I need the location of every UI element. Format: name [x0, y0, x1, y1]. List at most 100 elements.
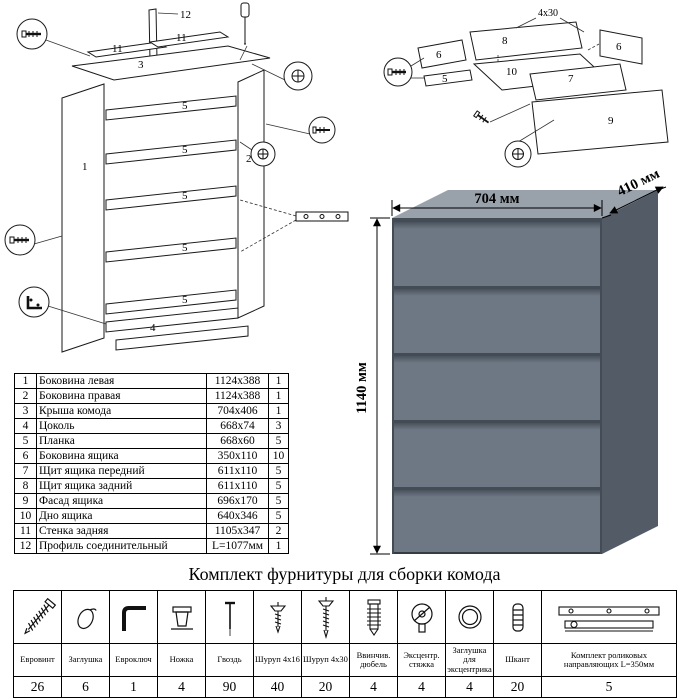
part-name-cell: Цоколь: [36, 418, 207, 434]
table-row: 5 Планка 668x60 5: [14, 433, 289, 449]
nail-icon: [224, 601, 235, 636]
hardware-name-cell: Гвоздь: [205, 643, 254, 677]
table-row: 4 Цоколь 668x74 3: [14, 418, 289, 434]
drawer-front: [394, 490, 600, 552]
cam-lock-icon: [410, 603, 433, 633]
hardware-name-cell: Эксцентр. стяжка: [397, 643, 446, 677]
part-11-back-panel: [148, 31, 230, 48]
part-qty-cell: 10: [268, 448, 289, 464]
part-size-cell: L=1077мм: [206, 538, 269, 554]
bracket-callout-icon: [26, 296, 42, 310]
dowel-screw-icon: [366, 599, 381, 636]
drawer-front: [394, 289, 600, 353]
part-number-cell: 10: [14, 508, 37, 524]
part-number-cell: 6: [14, 448, 37, 464]
table-row: 1 Боковина левая 1124x388 1: [14, 373, 289, 389]
hardware-icon-cell: [205, 590, 254, 644]
part-number-cell: 8: [14, 478, 37, 494]
hardware-qty-cell: 26: [13, 676, 62, 698]
drawer-front: [394, 423, 600, 487]
part-12-profile: [148, 8, 158, 62]
label-screw-size: 4x30: [538, 8, 558, 19]
label-part-6: 6: [616, 41, 622, 53]
part-size-cell: 1105x347: [206, 523, 269, 539]
table-row: 2 Боковина правая 1124x388 1: [14, 388, 289, 404]
hardware-qty-cell: 20: [301, 676, 350, 698]
hardware-qty-cell: 6: [61, 676, 110, 698]
hardware-icon-cell: [301, 590, 350, 644]
hardware-icon-cell: [109, 590, 158, 644]
part-number-cell: 12: [14, 538, 37, 554]
hardware-name-cell: Ножка: [157, 643, 206, 677]
part-11-back-panel: [86, 41, 168, 58]
hardware-icon-cell: [445, 590, 494, 644]
drawer-exploded-diagram: 8 4x30 6 6 5 10 7 9: [383, 8, 669, 168]
part-name-cell: Профиль соединительный: [36, 538, 207, 554]
part-size-cell: 1124x388: [206, 388, 269, 404]
part-name-cell: Щит ящика задний: [36, 478, 207, 494]
label-part-2: 2: [246, 153, 252, 165]
parts-table: 1 Боковина левая 1124x388 1 2 Боковина п…: [14, 373, 289, 554]
hardware-icon-cell: [157, 590, 206, 644]
part-size-cell: 611x110: [206, 478, 269, 494]
cam-cover-icon: [457, 605, 482, 629]
hardware-qty-row: 26 6 1 4 90 40 20 4 4 4 20 5: [13, 676, 677, 698]
drawer-bevel: [394, 490, 600, 497]
part-number-cell: 5: [14, 433, 37, 449]
part-size-cell: 668x74: [206, 418, 269, 434]
table-row: 6 Боковина ящика 350x110 10: [14, 448, 289, 464]
part-number-cell: 2: [14, 388, 37, 404]
label-part-5: 5: [182, 190, 188, 202]
drawer-parts: [417, 21, 669, 155]
hardware-qty-cell: 5: [541, 676, 677, 698]
table-row: 3 Крыша комода 704x406 1: [14, 403, 289, 419]
screwdriver-icon: [240, 2, 250, 45]
part-5-plank: [105, 139, 237, 165]
part-4-base: [115, 325, 249, 351]
confirmat-callout-icon: [387, 68, 406, 76]
part-size-cell: 1124x388: [206, 373, 269, 389]
label-part-4: 4: [150, 322, 156, 334]
hardware-icon-cell: [397, 590, 446, 644]
label-part-5: 5: [182, 242, 188, 254]
hardware-qty-cell: 1: [109, 676, 158, 698]
label-part-6: 6: [436, 49, 442, 61]
part-4-base: [105, 307, 239, 333]
part-qty-cell: 2: [268, 523, 289, 539]
part-name-cell: Стенка задняя: [36, 523, 207, 539]
hardware-qty-cell: 4: [445, 676, 494, 698]
label-part-5: 5: [182, 294, 188, 306]
part-qty-cell: 5: [268, 433, 289, 449]
hardware-name-cell: Евроключ: [109, 643, 158, 677]
part-size-cell: 350x110: [206, 448, 269, 464]
part-2-right-side: [237, 69, 265, 319]
label-part-11: 11: [112, 43, 123, 55]
hardware-name-cell: Комплект роликовых направляющих L=350мм: [541, 643, 677, 677]
part-name-cell: Фасад ящика: [36, 493, 207, 509]
height-dimension-label: 1140 мм: [354, 362, 370, 414]
part-number-labels: 12 11 11 3 1 2 5 5 5 5 5 4: [82, 9, 252, 334]
dowel-icon: [511, 603, 524, 632]
part-qty-cell: 1: [268, 403, 289, 419]
drawer-bevel: [394, 356, 600, 363]
part-qty-cell: 5: [268, 478, 289, 494]
part-3-top: [71, 45, 271, 81]
part-name-cell: Боковина ящика: [36, 448, 207, 464]
hardware-qty-cell: 20: [493, 676, 542, 698]
part-size-cell: 611x110: [206, 463, 269, 479]
part-name-cell: Планка: [36, 433, 207, 449]
drawer-front: [394, 222, 600, 286]
part-qty-cell: 1: [268, 373, 289, 389]
confirmat-callout-icon: [9, 236, 29, 244]
hardware-name-cell: Евровинт: [13, 643, 62, 677]
hardware-icon-cell: [349, 590, 398, 644]
label-part-5: 5: [442, 73, 448, 85]
part-name-cell: Щит ящика передний: [36, 463, 207, 479]
part-size-cell: 668x60: [206, 433, 269, 449]
part-name-cell: Крыша комода: [36, 403, 207, 419]
hardware-kit-title: Комплект фурнитуры для сборки комода: [188, 564, 501, 584]
cabinet-exploded-diagram: 12 11 11 3 1 2 5 5 5 5 5 4: [4, 2, 349, 353]
part-qty-cell: 1: [268, 538, 289, 554]
phillips-screw-callout-icon: [512, 148, 524, 160]
